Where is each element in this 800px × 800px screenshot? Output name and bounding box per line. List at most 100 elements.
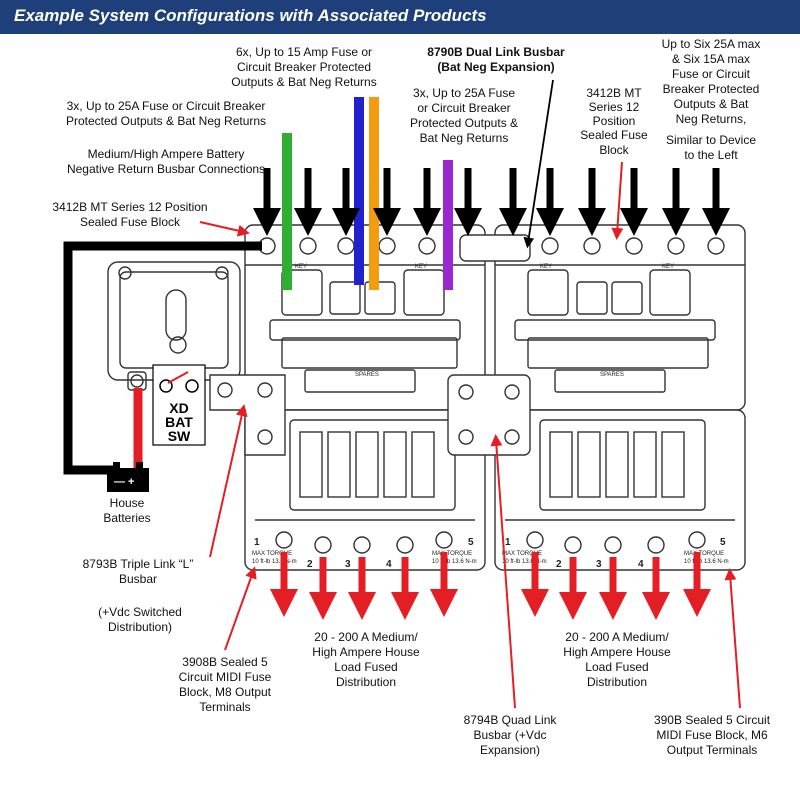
label-fuse-6x: 6x, Up to 15 Amp Fuse or Circuit Breaker… [231,45,376,89]
battery-switch-label: XD BAT SW [152,364,206,446]
svg-text:& Six 15A max: & Six 15A max [672,52,750,66]
key-mark: KEY [662,264,674,270]
svg-text:8790B Dual Link Busbar: 8790B Dual Link Busbar [427,45,565,59]
spares-mark: SPARES [355,372,379,378]
svg-text:Load Fused: Load Fused [334,660,397,674]
svg-text:Block: Block [599,143,629,157]
svg-text:High Ampere House: High Ampere House [312,645,420,659]
label-mt-right: 3412B MT Series 12 Position Sealed Fuse … [580,86,648,157]
label-fuse-3x-mid: 3x, Up to 25A Fuse or Circuit Breaker Pr… [410,86,518,145]
diagram-title: Example System Configurations with Assoc… [14,6,487,25]
svg-text:3x, Up to 25A Fuse or Circuit: 3x, Up to 25A Fuse or Circuit Breaker [67,99,266,113]
torque-mark: 10 ft-lb 13.6 N-m [502,559,547,565]
svg-text:Outputs & Bat Neg Returns: Outputs & Bat Neg Returns [231,75,376,89]
torque-mark: MAX TORQUE [432,551,472,557]
right-midi-fuse-block [494,409,746,571]
label-mt-left: 3412B MT Series 12 Position Sealed Fuse … [52,200,207,229]
negative-return-arrows [253,168,730,236]
svg-text:20 - 200 A Medium/: 20 - 200 A Medium/ [565,630,669,644]
svg-text:Sealed Fuse Block: Sealed Fuse Block [80,215,181,229]
svg-text:6x, Up to 15 Amp Fuse or: 6x, Up to 15 Amp Fuse or [236,45,372,59]
svg-text:Block, M8 Output: Block, M8 Output [179,685,272,699]
label-negative-return: Medium/High Ampere Battery Negative Retu… [67,147,265,176]
label-triple-link: 8793B Triple Link “L” Busbar [83,557,194,586]
terminal-number: 5 [468,537,474,548]
label-load-left: 20 - 200 A Medium/ High Ampere House Loa… [312,630,420,689]
torque-mark: 10 ft-lb 13.6 N-m [684,559,729,565]
svg-text:Circuit Breaker Protected: Circuit Breaker Protected [237,60,371,74]
svg-text:20 - 200 A Medium/: 20 - 200 A Medium/ [314,630,418,644]
spares-mark: SPARES [600,372,624,378]
leader-midi-left [224,566,257,651]
svg-text:3908B Sealed 5: 3908B Sealed 5 [182,655,268,669]
svg-text:Position: Position [593,114,636,128]
terminal-number: 3 [345,559,351,570]
battery-icon: — + [107,462,149,492]
terminal-number: 3 [596,559,602,570]
svg-text:Breaker Protected: Breaker Protected [663,82,760,96]
svg-text:8793B Triple Link “L”: 8793B Triple Link “L” [83,557,194,571]
label-six-25a: Up to Six 25A max & Six 15A max Fuse or … [662,37,761,162]
svg-text:Up to Six 25A max: Up to Six 25A max [662,37,761,51]
triple-link-l-busbar [209,374,286,456]
svg-text:Protected Outputs &: Protected Outputs & [410,116,518,130]
svg-text:Busbar: Busbar [119,572,157,586]
label-midi-right: 390B Sealed 5 Circuit MIDI Fuse Block, M… [654,713,771,757]
negative-cable [63,241,262,475]
label-dual-busbar: 8790B Dual Link Busbar (Bat Neg Expansio… [427,45,565,74]
svg-text:Similar to Device: Similar to Device [666,133,756,147]
terminal-number: 5 [720,537,726,548]
leader-midi-right [724,568,741,709]
right-top-studs [504,237,725,255]
svg-text:Distribution: Distribution [587,675,647,689]
svg-text:390B Sealed 5 Circuit: 390B Sealed 5 Circuit [654,713,771,727]
svg-text:(Bat Neg Expansion): (Bat Neg Expansion) [437,60,554,74]
svg-text:Expansion): Expansion) [480,743,540,757]
torque-mark: MAX TORQUE [684,551,724,557]
leader-mt-right [611,161,624,240]
svg-text:Negative Return Busbar Connect: Negative Return Busbar Connections [67,162,265,176]
terminal-number: 1 [505,537,511,548]
terminal-number: 2 [556,559,562,570]
svg-text:3412B MT Series 12 Position: 3412B MT Series 12 Position [52,200,207,214]
label-house-batteries: House Batteries [103,496,150,525]
svg-text:Sealed Fuse: Sealed Fuse [580,128,648,142]
svg-text:Fuse or Circuit: Fuse or Circuit [672,67,751,81]
svg-text:or Circuit Breaker: or Circuit Breaker [417,101,510,115]
svg-text:Load Fused: Load Fused [585,660,648,674]
svg-text:Busbar (+Vdc: Busbar (+Vdc [473,728,546,742]
switch-label-line: BAT [165,414,193,430]
left-mt-fuse-block [244,224,486,411]
label-load-right: 20 - 200 A Medium/ High Ampere House Loa… [563,630,671,689]
key-mark: KEY [295,264,307,270]
label-fuse-3x-left: 3x, Up to 25A Fuse or Circuit Breaker Pr… [66,99,266,128]
load-distribution-arrows [270,552,711,620]
svg-text:8794B Quad Link: 8794B Quad Link [464,713,558,727]
key-mark: KEY [415,264,427,270]
svg-text:Series 12: Series 12 [589,100,640,114]
svg-text:Neg Returns,: Neg Returns, [676,112,747,126]
leader-quad-link [490,434,516,709]
device-markings: KEY KEY KEY KEY SPARES SPARES MAX TORQUE… [252,264,729,570]
terminal-number: 4 [386,559,392,570]
switch-label-line: XD [169,400,188,416]
svg-text:Circuit MIDI Fuse: Circuit MIDI Fuse [179,670,272,684]
switch-label-line: SW [168,428,191,444]
svg-text:Medium/High Ampere Battery: Medium/High Ampere Battery [88,147,245,161]
svg-text:Terminals: Terminals [199,700,250,714]
torque-mark: 10 ft-lb 13.6 N-m [252,559,297,565]
leader-lines [199,79,741,709]
torque-mark: 10 ft-lb 13.6 N-m [432,559,477,565]
svg-text:Batteries: Batteries [103,511,150,525]
svg-text:3412B MT: 3412B MT [586,86,642,100]
battery-switch-device [107,261,241,391]
svg-text:to the Left: to the Left [684,148,738,162]
key-mark: KEY [540,264,552,270]
svg-text:Outputs & Bat: Outputs & Bat [674,97,749,111]
svg-text:Protected Outputs & Bat Neg Re: Protected Outputs & Bat Neg Returns [66,114,266,128]
label-vdc-switched: (+Vdc Switched Distribution) [98,605,182,634]
terminal-number: 1 [254,537,260,548]
left-midi-fuse-block [244,409,486,571]
right-mt-fuse-block [494,224,746,411]
